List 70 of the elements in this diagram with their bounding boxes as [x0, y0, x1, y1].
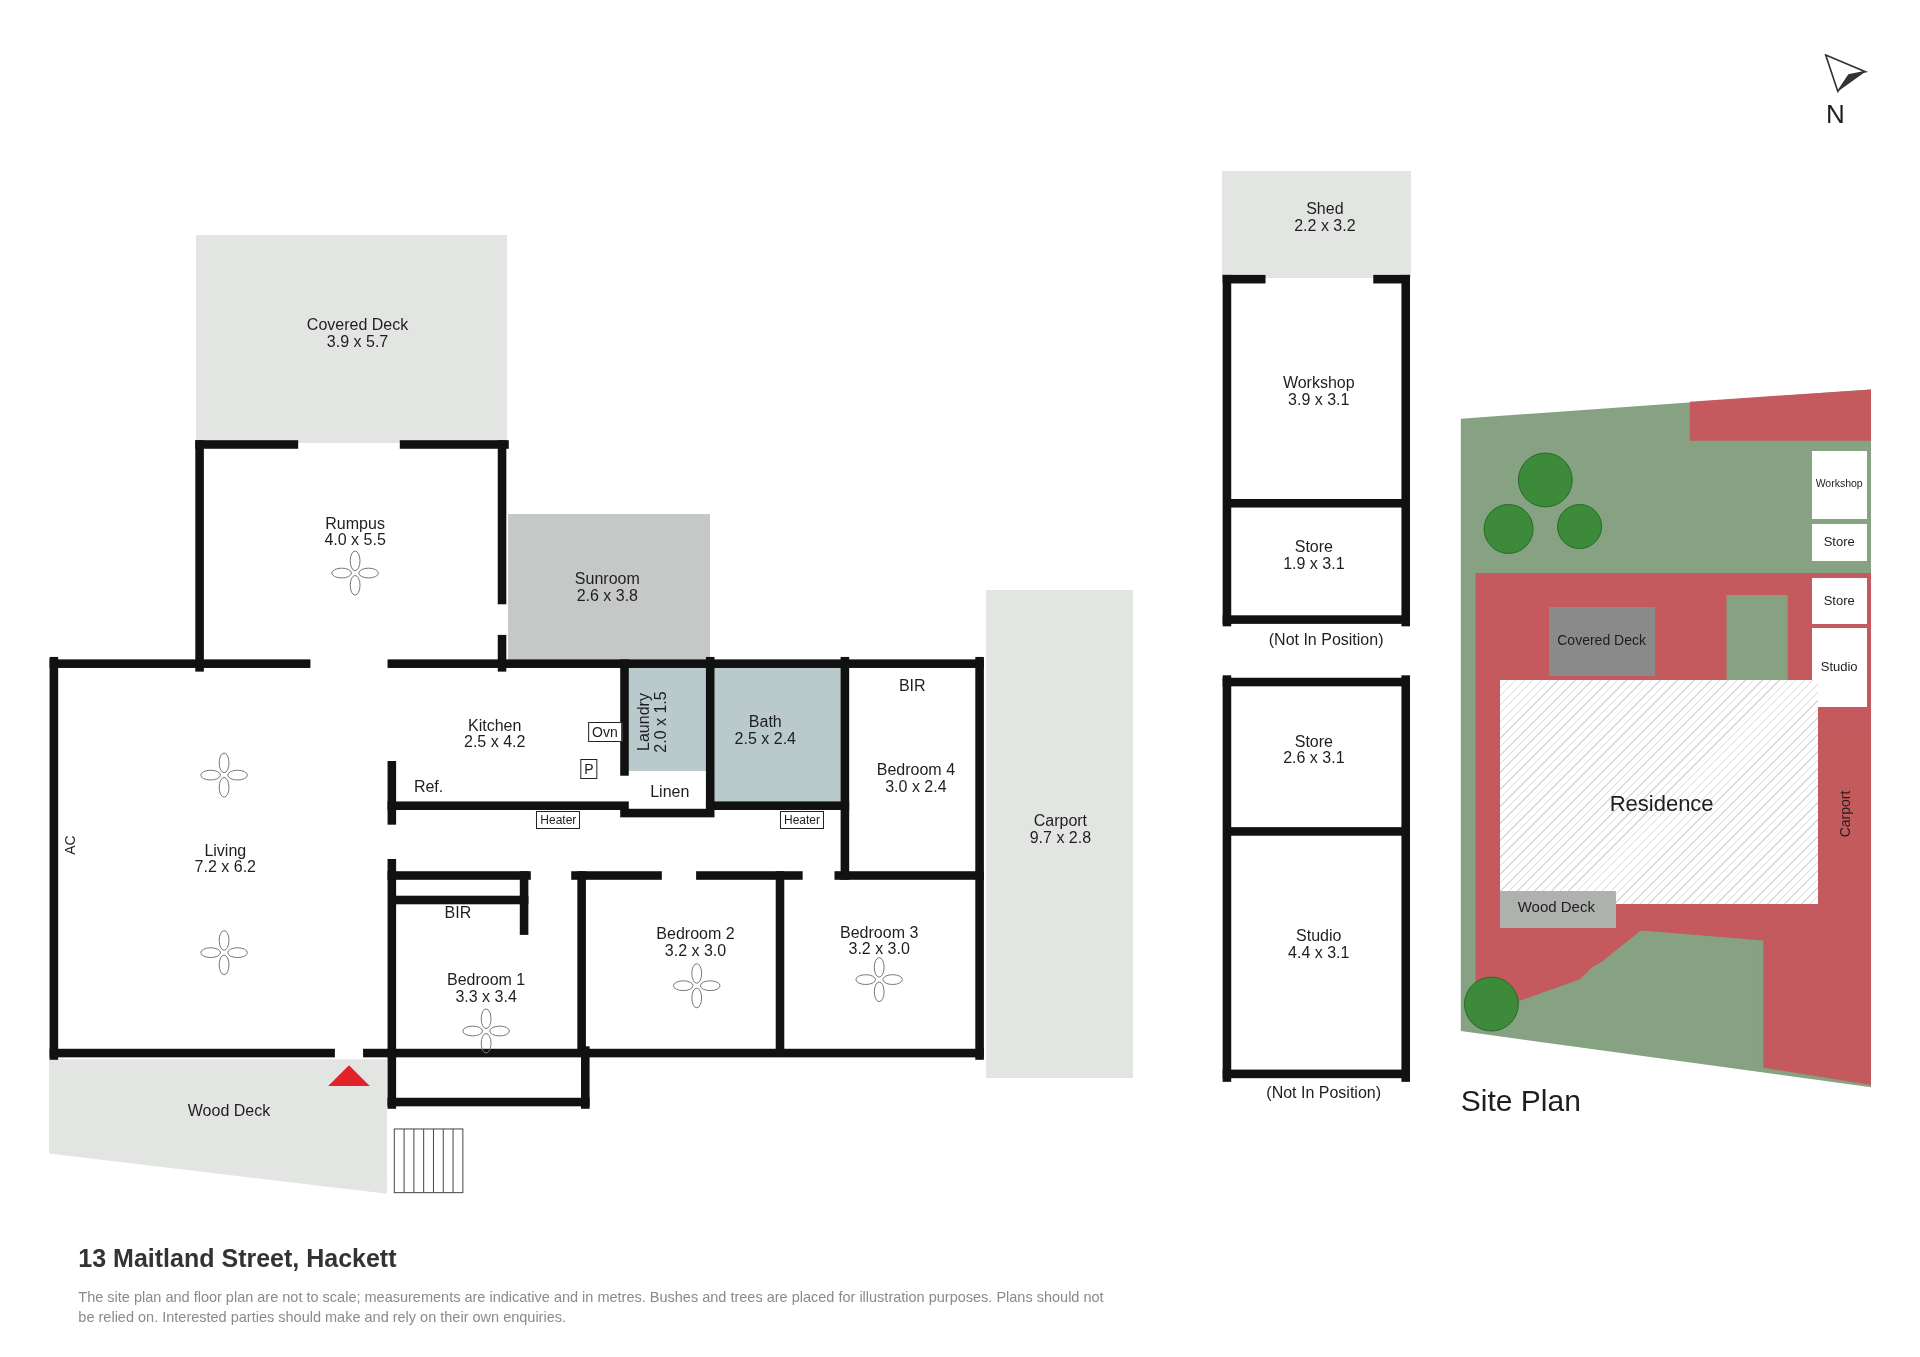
room-dimensions: 3.0 x 2.4 [885, 778, 947, 796]
disclaimer-text: The site plan and floor plan are not to scale; measurements are indicative and in metres. Bushes and trees are placed for illustration purposes. Plans should not be relied on. Interested parties should make and rely on their own enquiries. [78, 1288, 1105, 1327]
room-name: Studio [1296, 928, 1342, 946]
room-name: Studio [1820, 660, 1858, 675]
room-name: BIR [444, 905, 472, 922]
plan-label: Linen [650, 783, 690, 802]
room-name: Store [1294, 539, 1333, 556]
room-dimensions: 2.5 x 2.4 [734, 731, 796, 748]
room-name: Workshop [1282, 375, 1355, 392]
room-area [1812, 450, 1868, 520]
room-dimensions: 1.9 x 3.1 [1283, 555, 1345, 573]
room-area [626, 667, 708, 772]
room-area [508, 514, 711, 662]
room-name: Rumpus [325, 515, 385, 533]
room-dimensions: 2.2 x 3.2 [1294, 217, 1356, 235]
room-name: Store [1294, 733, 1333, 751]
room-name: BIR [898, 677, 926, 695]
room-name: Bedroom 1 [447, 972, 526, 990]
room-dimensions: 2.6 x 3.8 [576, 587, 638, 605]
fixture-label: Ovn [588, 722, 622, 743]
plan-label: AC [61, 835, 78, 855]
room-name: Workshop [1815, 478, 1863, 490]
room-name: Carport [1033, 813, 1088, 831]
room-area [195, 235, 507, 444]
fixture-label: Heater [780, 811, 825, 830]
plan-label: Site Plan [1460, 1083, 1581, 1118]
room-name: Living [204, 842, 247, 860]
room-dimensions: 3.3 x 3.4 [455, 989, 517, 1007]
plan-label: (Not In Position) [1266, 1084, 1382, 1103]
room-dimensions: 3.2 x 3.0 [848, 941, 910, 959]
room-name: Bedroom 4 [876, 761, 956, 779]
room-dimensions: 2.6 x 3.1 [1283, 750, 1345, 768]
room-area [1548, 607, 1656, 676]
room-name: Shed [1306, 201, 1344, 218]
room-name: Wood Deck [187, 1102, 271, 1119]
room-dimensions: 4.4 x 3.1 [1288, 945, 1350, 963]
room-name: Covered Deck [306, 317, 409, 335]
fixture-label: Heater [536, 811, 581, 830]
room-area [1500, 891, 1617, 929]
room-dimensions: 3.2 x 3.0 [664, 942, 727, 960]
room-area [1812, 577, 1868, 625]
room-name: Covered Deck [1557, 633, 1646, 648]
room-dimensions: 3.9 x 3.1 [1288, 391, 1350, 409]
room-dimensions: 2.5 x 4.2 [464, 734, 526, 752]
plan-label: Ref. [413, 778, 444, 797]
address-title: 13 Maitland Street, Hackett [78, 1244, 397, 1274]
room-area [1812, 628, 1868, 707]
room-name: Laundry [635, 693, 653, 752]
room-name: Carport [1837, 790, 1853, 838]
room-dimensions: 4.0 x 5.5 [324, 532, 386, 550]
room-area [1812, 524, 1868, 561]
plan-label: (Not In Position) [1268, 631, 1384, 650]
room-area [985, 590, 1133, 1078]
room-name: Sunroom [574, 570, 640, 588]
room-name: Bedroom 2 [656, 926, 735, 943]
room-name: Store [1823, 594, 1855, 608]
room-dimensions: 9.7 x 2.8 [1029, 830, 1092, 847]
room-name: Wood Deck [1517, 899, 1595, 916]
room-name: Kitchen [468, 717, 522, 735]
room-area [48, 1059, 387, 1194]
plan-label: N [1826, 98, 1845, 130]
room-dimensions: 7.2 x 6.2 [194, 859, 256, 877]
room-name: Bath [748, 714, 782, 731]
fixture-label: P [580, 758, 598, 779]
room-area [1222, 171, 1411, 278]
room-dimensions: 2.0 x 1.5 [652, 691, 670, 754]
room-dimensions: 3.9 x 5.7 [326, 334, 389, 352]
room-name: Bedroom 3 [840, 924, 919, 942]
room-name: Residence [1609, 792, 1714, 816]
room-name: Store [1823, 535, 1855, 550]
